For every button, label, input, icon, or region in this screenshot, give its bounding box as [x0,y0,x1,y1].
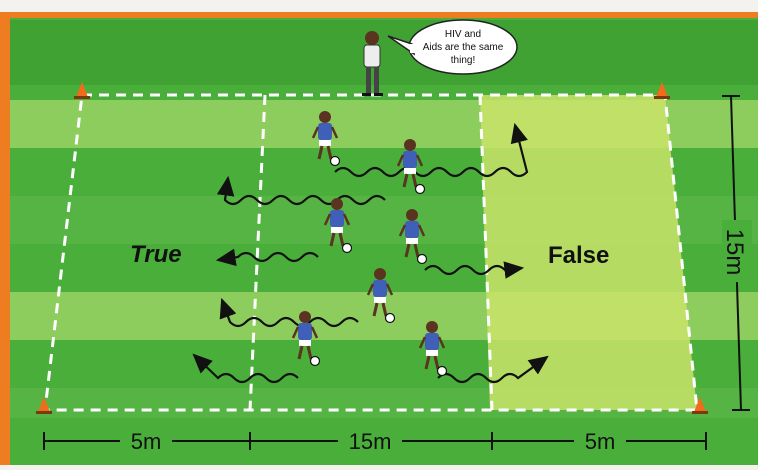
player-6 [291,311,321,367]
bottom-dimensions: 5m 15m 5m [43,425,707,455]
side-dimension: 15m [721,95,752,411]
false-zone-label: False [548,242,609,269]
false-zone [480,95,697,410]
cone-top-right-icon [654,82,670,99]
dribble-arrow-3 [215,248,319,267]
dribble-arrow-6 [192,353,299,384]
pitch-boundary-lines [43,93,699,412]
side-dimension-label: 15m [721,229,748,276]
speech-line-1: HIV and [445,29,481,40]
cone-top-left-icon [74,82,90,99]
speech-line-2: Aids are the same [423,42,504,53]
player-5 [366,268,396,324]
speech-line-3: thing! [451,55,475,66]
cone-bottom-left-icon [36,397,52,414]
player-1 [311,111,341,167]
dribble-arrow-2 [216,175,386,206]
left-width-label: 5m [131,429,162,454]
true-zone-label: True [130,241,182,268]
cones [36,82,708,414]
player-3 [323,198,353,254]
coach-figure [362,31,383,96]
middle-width-label: 15m [349,429,392,454]
dribble-arrow-5 [219,297,359,328]
speech-bubble: HIV and Aids are the same thing! [387,19,518,75]
dribble-arrow-7 [437,355,549,384]
player-2 [396,139,426,195]
right-width-label: 5m [585,429,616,454]
dribble-arrow-1 [334,122,529,178]
dribble-arrow-4 [424,261,525,279]
player-7 [418,321,448,377]
dribble-paths [192,122,549,384]
players [291,111,448,377]
player-4 [398,209,428,265]
cone-bottom-right-icon [692,397,708,414]
